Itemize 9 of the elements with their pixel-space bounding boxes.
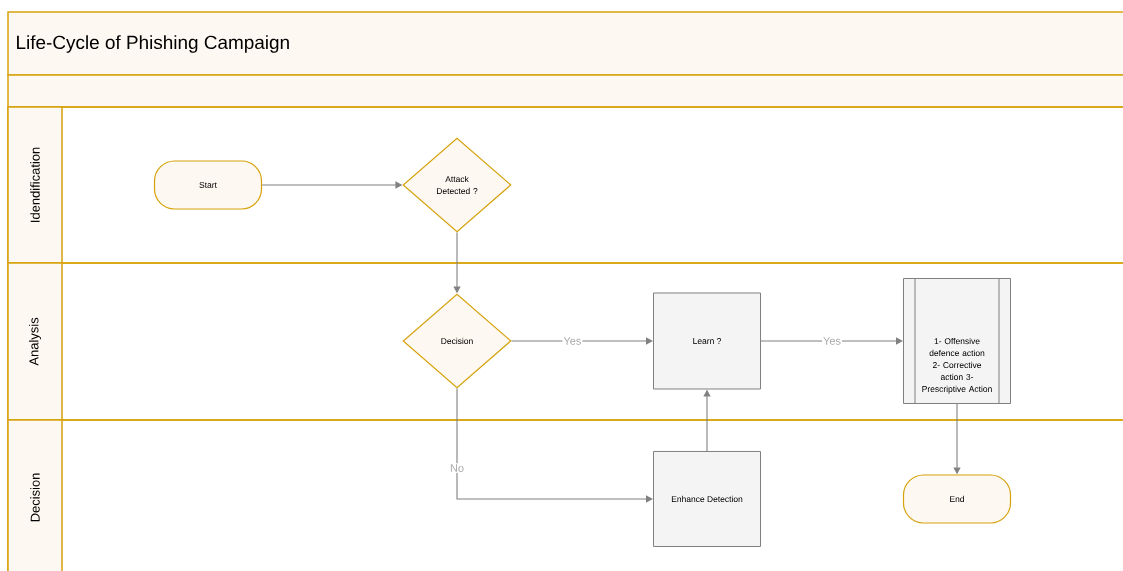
arrow: [511, 337, 653, 345]
edge-label: No: [449, 463, 465, 473]
process-box: Learn ?: [653, 292, 761, 390]
process-box: Enhance Detection: [653, 451, 761, 547]
predefined-process-box: 1- Offensive defence action 2- Corrective action 3- Prescriptive Action: [903, 277, 1011, 405]
edge-label: Yes: [822, 336, 842, 346]
edge-label: Yes: [562, 336, 583, 346]
arrow: [456, 388, 653, 503]
arrow: [760, 337, 903, 345]
